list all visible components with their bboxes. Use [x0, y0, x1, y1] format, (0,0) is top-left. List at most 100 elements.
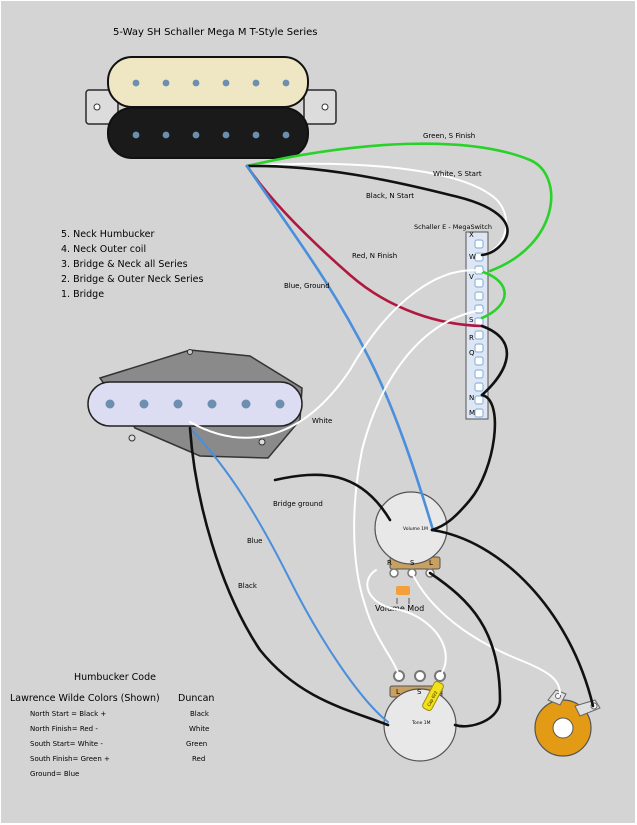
- code-row-duncan: Black: [190, 710, 210, 718]
- mount-screw-icon: [93, 103, 101, 111]
- jack-hole: [552, 717, 574, 739]
- pole-piece-icon: [241, 399, 251, 409]
- wire-label-blue-ground: Blue, Ground: [284, 282, 330, 290]
- switch-lug: [474, 291, 484, 301]
- switch-lug-letter: X: [469, 231, 474, 239]
- wire-black-volume-jack: [430, 528, 595, 708]
- code-row-duncan: Green: [186, 740, 207, 748]
- wire-green-jumper: [480, 270, 506, 320]
- code-row-duncan: White: [189, 725, 209, 733]
- switch-label: Schaller E - MegaSwitch: [414, 223, 492, 231]
- code-row-lw: North Start = Black +: [30, 710, 106, 718]
- tele-pickup-cover: [87, 381, 303, 427]
- switch-lug: [474, 330, 484, 340]
- pole-piece-icon: [173, 399, 183, 409]
- wire-label-red: Red, N Finish: [352, 252, 397, 260]
- pole-piece-icon: [139, 399, 149, 409]
- humbucker-code-title: Humbucker Code: [74, 672, 156, 683]
- wire-label-blue: Blue: [247, 537, 263, 545]
- switch-positions-legend: 5. Neck Humbucker 4. Neck Outer coil 3. …: [61, 229, 203, 300]
- switch-lugs: [474, 239, 484, 418]
- switch-lug: [474, 356, 484, 366]
- switch-lug-letter: W: [469, 253, 476, 261]
- humbucker-poles-bottom: [132, 131, 290, 139]
- switch-lug-letter: M: [469, 409, 475, 417]
- wire-white-tele: [189, 269, 483, 439]
- mount-screw-icon: [128, 434, 136, 442]
- position-2: 2. Bridge & Outer Neck Series: [61, 274, 203, 285]
- tone-lug-letter: L: [396, 688, 400, 696]
- jack-lug-eye: [555, 693, 561, 699]
- switch-lug-letter: N: [469, 394, 474, 402]
- pole-piece-icon: [275, 399, 285, 409]
- wire-white-jack: [411, 572, 561, 695]
- volume-mod-label: Volume Mod: [375, 604, 424, 613]
- switch-lug-letter: V: [469, 273, 474, 281]
- humbucker-mount-tab-left: [85, 89, 119, 125]
- wire-white-volume-mod: [366, 569, 447, 677]
- tone-pot-label: Tone 1M: [411, 720, 431, 726]
- humbucker-pickup: [85, 56, 337, 159]
- volume-lug-eye: [389, 568, 399, 578]
- pole-piece-icon: [162, 131, 170, 139]
- volume-pot-label: Volume 1M: [403, 526, 428, 532]
- volume-pot-body: [374, 491, 448, 565]
- tele-bridge-pickup: [87, 349, 303, 459]
- switch-lug: [474, 382, 484, 392]
- position-4: 4. Neck Outer coil: [61, 244, 146, 255]
- wire-black-switch-volume: [430, 393, 497, 532]
- humbucker-black-coil: [107, 107, 309, 159]
- switch-lug: [474, 343, 484, 353]
- volume-mod-capacitor: [396, 586, 410, 595]
- code-row-duncan: Red: [192, 755, 205, 763]
- pole-piece-icon: [105, 399, 115, 409]
- mount-screw-icon: [187, 349, 193, 355]
- mount-screw-icon: [258, 438, 266, 446]
- mount-screw-icon: [321, 103, 329, 111]
- wire-white-tone: [353, 309, 483, 677]
- switch-lug: [474, 239, 484, 249]
- wire-blue-ground: [245, 164, 435, 532]
- pole-piece-icon: [162, 79, 170, 87]
- code-row-lw: Ground= Blue: [30, 770, 79, 778]
- pole-piece-icon: [282, 79, 290, 87]
- tele-poles: [105, 399, 285, 409]
- volume-lug-letter: R: [387, 559, 392, 567]
- wire-blue-tele: [189, 427, 389, 723]
- volume-pot: Volume 1M R S L Volume Mod: [374, 491, 448, 613]
- volume-lug-letter: S: [410, 559, 415, 567]
- code-row-lw: South Start= White -: [30, 740, 103, 748]
- pole-piece-icon: [252, 79, 260, 87]
- humbucker-poles-top: [132, 79, 290, 87]
- pole-piece-icon: [222, 131, 230, 139]
- wires: [188, 142, 595, 728]
- position-3: 3. Bridge & Neck all Series: [61, 259, 188, 270]
- tone-capacitor-body: [422, 680, 444, 712]
- wire-white-s-start: [246, 162, 508, 256]
- position-5: 5. Neck Humbucker: [61, 229, 154, 240]
- colors-header-lw: Lawrence Wilde Colors (Shown): [10, 693, 160, 704]
- position-1: 1. Bridge: [61, 289, 104, 300]
- pole-piece-icon: [222, 79, 230, 87]
- wire-black-jumper: [480, 324, 509, 397]
- pole-piece-icon: [132, 79, 140, 87]
- switch-lug-letter: S: [469, 316, 474, 324]
- wire-bridge-ground: [273, 473, 392, 522]
- humbucker-code: Humbucker Code Lawrence Wilde Colors (Sh…: [10, 672, 214, 778]
- switch-lug: [474, 369, 484, 379]
- colors-header-duncan: Duncan: [178, 693, 214, 704]
- switch-lug-letter: Q: [469, 349, 475, 357]
- wire-label-bridge-ground: Bridge ground: [273, 500, 323, 508]
- wire-label-black: Black: [238, 582, 258, 590]
- pole-piece-icon: [252, 131, 260, 139]
- wire-black-n-start: [245, 164, 509, 257]
- tone-capacitor: Cap 022: [422, 680, 444, 712]
- switch-lug: [474, 278, 484, 288]
- pole-piece-icon: [207, 399, 217, 409]
- switch-lug: [474, 408, 484, 418]
- wire-label-black-start: Black, N Start: [366, 192, 414, 200]
- wire-label-green: Green, S Finish: [423, 132, 475, 140]
- tone-lug-letter: S: [417, 688, 422, 696]
- tone-lug-eye: [414, 670, 426, 682]
